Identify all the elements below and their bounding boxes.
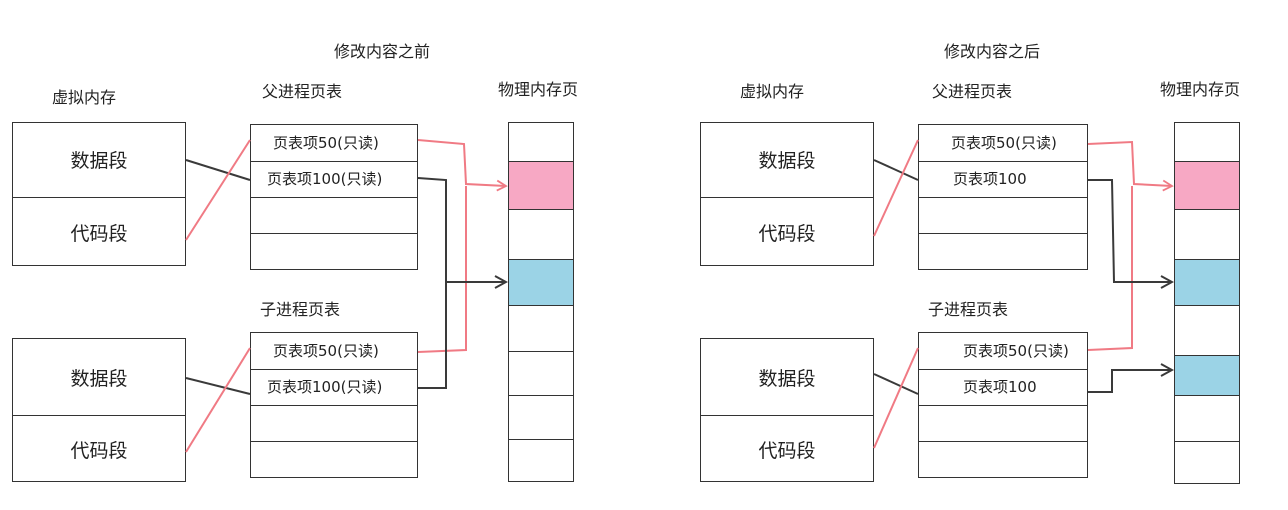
page-table-entry-empty xyxy=(919,441,1087,475)
memory-page-shared-blue xyxy=(509,259,573,305)
page-table-entry-100: 页表项100 xyxy=(919,161,1087,195)
code-segment-link xyxy=(185,347,251,453)
panel-after-title: 修改内容之后 xyxy=(944,42,1041,61)
memory-page xyxy=(509,123,573,161)
page-table-entry-empty xyxy=(919,405,1087,439)
memory-page xyxy=(509,351,573,395)
code-segment-link xyxy=(185,139,251,241)
panel-before-child-label: 子进程页表 xyxy=(260,300,341,319)
memory-page-shared-pink xyxy=(509,161,573,209)
parent-page-table: 页表项50(只读) 页表项100(只读) xyxy=(250,124,418,270)
page-table-entry-100: 页表项100(只读) xyxy=(251,161,417,195)
entry-50-to-pink-page xyxy=(1087,140,1174,192)
code-segment-link xyxy=(873,347,919,449)
data-segment-link xyxy=(185,159,251,181)
child-virtual-memory: 数据段 代码段 xyxy=(12,338,186,482)
panel-after-child-label: 子进程页表 xyxy=(928,300,1009,319)
page-table-entry-empty xyxy=(251,441,417,475)
segment-divider xyxy=(13,197,185,198)
segment-divider xyxy=(701,197,873,198)
page-table-entry-50: 页表项50(只读) xyxy=(273,341,379,360)
memory-page xyxy=(1175,395,1239,441)
data-segment-link xyxy=(873,373,919,395)
memory-page xyxy=(509,439,573,483)
memory-page xyxy=(1175,305,1239,355)
memory-page xyxy=(1175,441,1239,485)
memory-page xyxy=(1175,123,1239,161)
child-page-table: 页表项50(只读) 页表项100(只读) xyxy=(250,332,418,478)
panel-before-title: 修改内容之前 xyxy=(334,42,431,61)
parent-virtual-memory: 数据段 代码段 xyxy=(700,122,874,266)
parent-virtual-memory: 数据段 代码段 xyxy=(12,122,186,266)
data-segment: 数据段 xyxy=(70,149,128,172)
panel-before-parent-label: 父进程页表 xyxy=(262,82,343,101)
memory-page-copied-blue xyxy=(1175,355,1239,395)
memory-page xyxy=(509,305,573,351)
child-entry-100-link xyxy=(418,282,447,389)
page-table-entry-100: 页表项100 xyxy=(919,369,1087,403)
code-segment: 代码段 xyxy=(758,439,816,462)
page-table-entry-50: 页表项50(只读) xyxy=(963,341,1069,360)
entry-100-to-blue-page xyxy=(417,177,506,282)
code-segment-link xyxy=(873,139,919,237)
entry-50-to-pink-page xyxy=(417,139,508,192)
segment-divider xyxy=(701,415,873,416)
panel-after-vm-label: 虚拟内存 xyxy=(740,82,805,101)
page-table-entry-empty xyxy=(919,197,1087,231)
page-table-entry-empty xyxy=(251,405,417,439)
child-entry-100-to-copied-page xyxy=(1088,370,1172,393)
memory-page-original-blue xyxy=(1175,259,1239,305)
page-table-entry-empty xyxy=(251,233,417,267)
physical-memory-pages xyxy=(508,122,574,482)
data-segment-link xyxy=(185,377,251,395)
page-table-entry-empty xyxy=(919,233,1087,267)
code-segment: 代码段 xyxy=(758,222,816,245)
panel-before-vm-label: 虚拟内存 xyxy=(52,88,117,107)
page-table-entry-100: 页表项100(只读) xyxy=(251,369,417,403)
child-virtual-memory: 数据段 代码段 xyxy=(700,338,874,482)
child-page-table: 页表项50(只读) 页表项100 xyxy=(918,332,1088,478)
page-table-entry-50: 页表项50(只读) xyxy=(951,133,1057,152)
parent-entry-100-to-original-page xyxy=(1088,179,1172,282)
memory-page-shared-pink xyxy=(1175,161,1239,209)
data-segment: 数据段 xyxy=(70,367,128,390)
segment-divider xyxy=(13,415,185,416)
panel-before-pm-label: 物理内存页 xyxy=(498,80,579,99)
panel-after-pm-label: 物理内存页 xyxy=(1160,80,1241,99)
physical-memory-pages xyxy=(1174,122,1240,484)
memory-page xyxy=(509,209,573,259)
page-table-entry-empty xyxy=(251,197,417,231)
page-table-entry-50: 页表项50(只读) xyxy=(273,133,379,152)
data-segment: 数据段 xyxy=(758,149,816,172)
memory-page xyxy=(509,395,573,439)
panel-after-parent-label: 父进程页表 xyxy=(932,82,1013,101)
data-segment-link xyxy=(873,159,919,181)
memory-page xyxy=(1175,209,1239,259)
code-segment: 代码段 xyxy=(70,222,128,245)
child-entry-50-link xyxy=(1087,186,1133,351)
data-segment: 数据段 xyxy=(758,367,816,390)
child-entry-50-link xyxy=(417,186,467,353)
parent-page-table: 页表项50(只读) 页表项100 xyxy=(918,124,1088,270)
code-segment: 代码段 xyxy=(70,439,128,462)
